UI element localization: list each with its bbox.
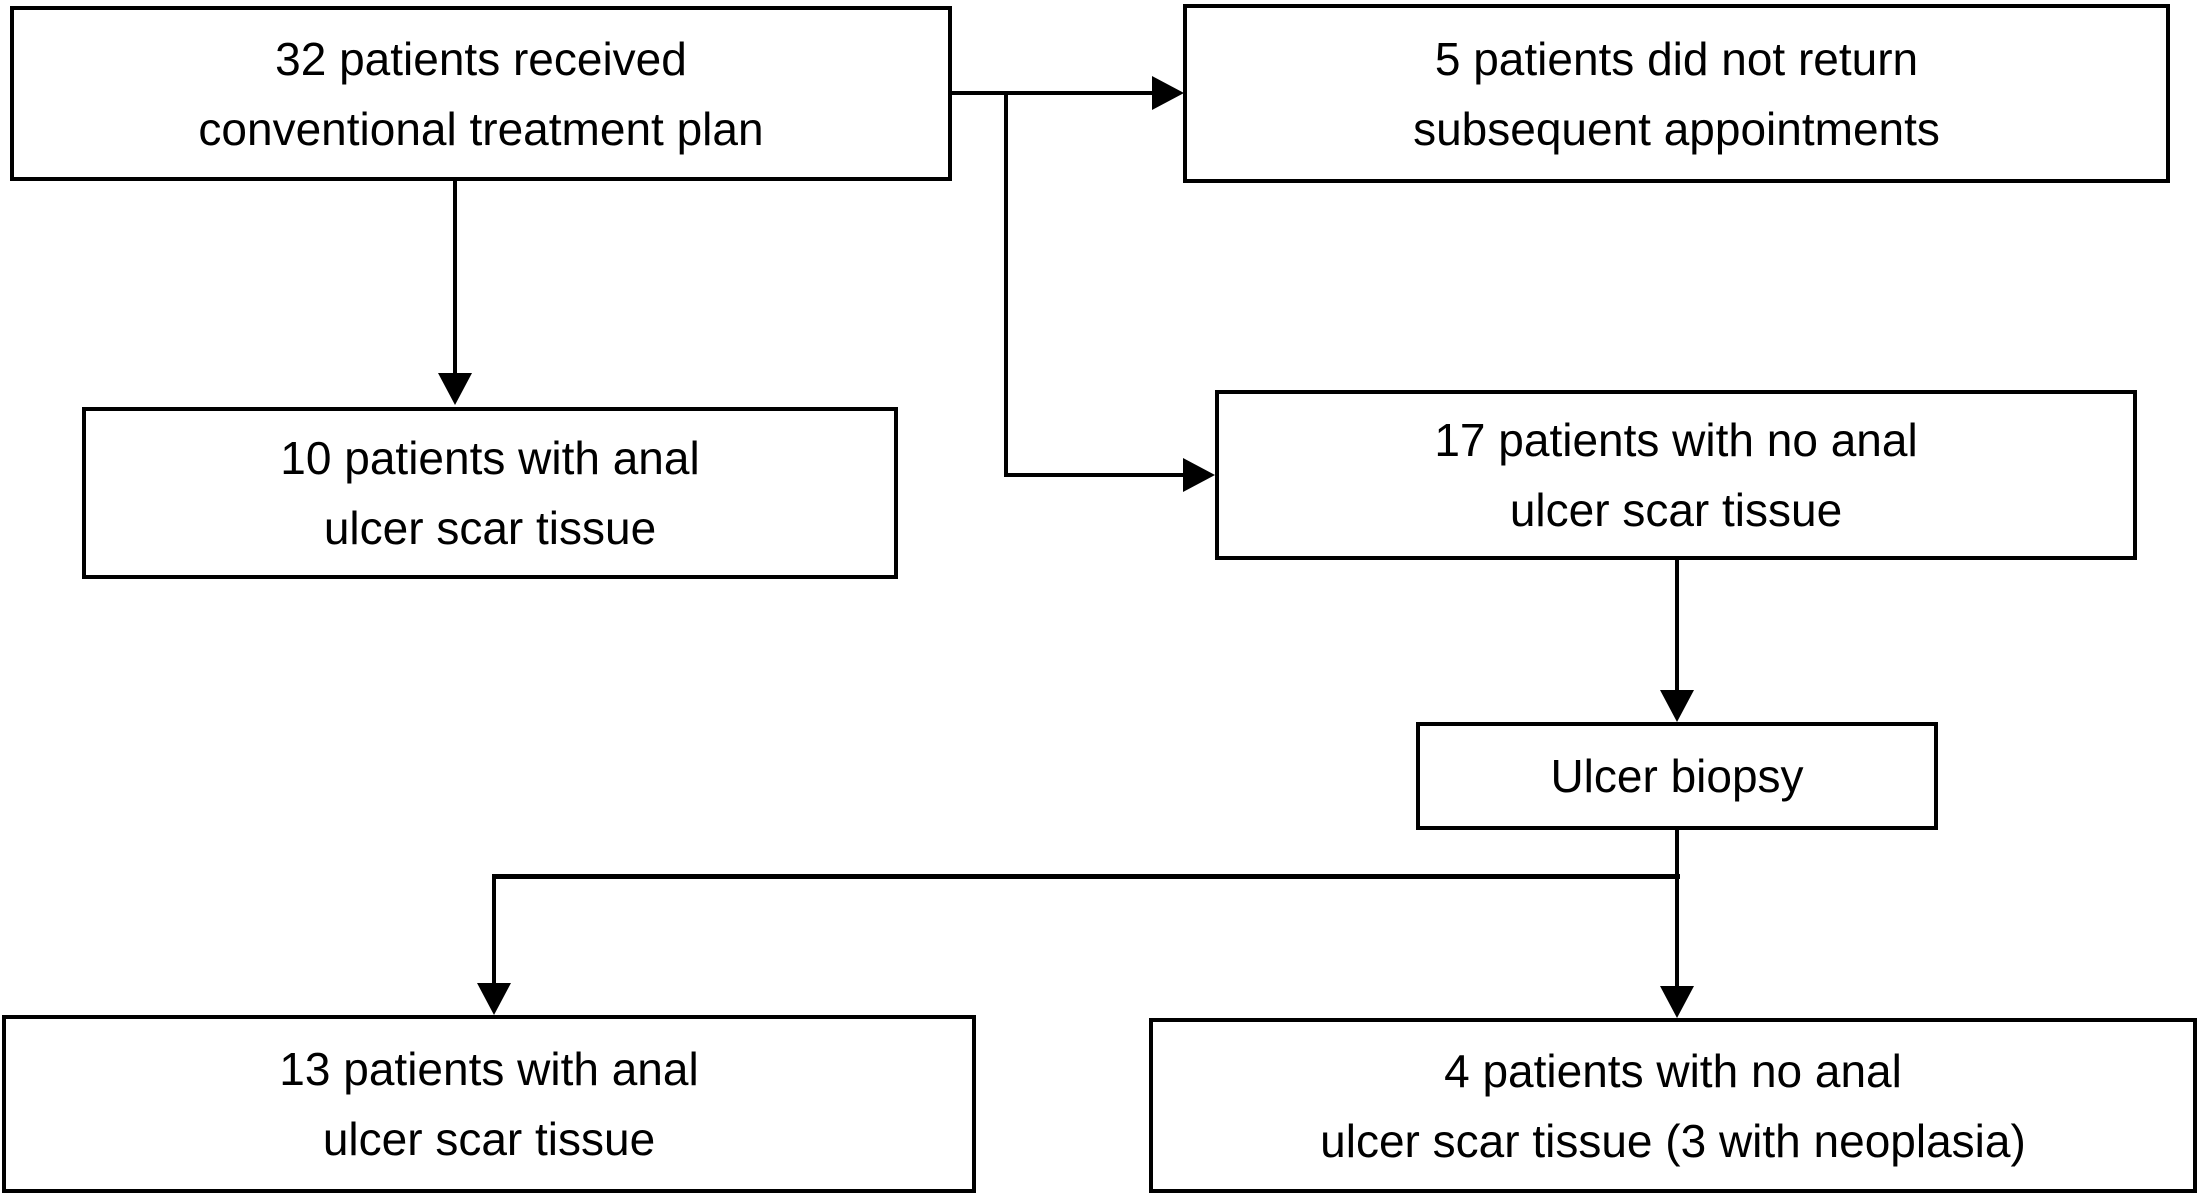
connector-to-no-scar-4	[1675, 879, 1679, 986]
node-text-line: subsequent appointments	[1413, 102, 1940, 155]
node-17-no-scar-tissue: 17 patients with no anal ulcer scar tiss…	[1215, 390, 2137, 560]
connector-to-scar-13	[492, 874, 496, 983]
node-text-line: ulcer scar tissue (3 with neoplasia)	[1320, 1114, 2026, 1167]
node-13-with-scar-tissue: 13 patients with anal ulcer scar tissue	[2, 1015, 976, 1193]
node-text-line: 5 patients did not return	[1434, 32, 1919, 85]
node-text-line: ulcer scar tissue	[1509, 484, 1843, 536]
node-4-no-scar-tissue: 4 patients with no anal ulcer scar tissu…	[1149, 1018, 2197, 1193]
arrowhead-down-icon	[438, 373, 472, 405]
node-text-line: ulcer scar tissue	[323, 502, 657, 554]
node-32-received-treatment: 32 patients received conventional treatm…	[10, 6, 952, 181]
node-5-did-not-return: 5 patients did not return subsequent app…	[1183, 4, 2170, 183]
node-text-line: 32 patients received	[275, 32, 687, 85]
connector-received-to-scar-10	[453, 181, 457, 373]
connector-biopsy-stem	[1675, 830, 1679, 878]
node-ulcer-biopsy: Ulcer biopsy	[1416, 722, 1938, 830]
arrowhead-right-icon	[1183, 458, 1215, 492]
node-text-line: 17 patients with no anal	[1434, 414, 1918, 466]
node-text-line: 4 patients with no anal	[1444, 1044, 1902, 1097]
node-text-line: ulcer scar tissue	[322, 1113, 656, 1165]
node-text-line: conventional treatment plan	[198, 102, 764, 155]
node-text-line: Ulcer biopsy	[1550, 750, 1804, 802]
connector-junction-horizontal	[492, 874, 1680, 879]
connector-no-scar-17-to-biopsy	[1675, 560, 1679, 690]
arrowhead-right-icon	[1152, 76, 1184, 110]
connector-branch-vertical	[1004, 91, 1008, 477]
node-10-with-scar-tissue: 10 patients with anal ulcer scar tissue	[82, 407, 898, 579]
node-text-line: 13 patients with anal	[279, 1043, 699, 1095]
arrowhead-down-icon	[1660, 690, 1694, 722]
arrowhead-down-icon	[477, 983, 511, 1015]
connector-branch-to-no-scar-17	[1004, 473, 1184, 477]
node-text-line: 10 patients with anal	[280, 432, 700, 484]
arrowhead-down-icon	[1660, 986, 1694, 1018]
connector-received-to-no-return	[948, 91, 1154, 95]
